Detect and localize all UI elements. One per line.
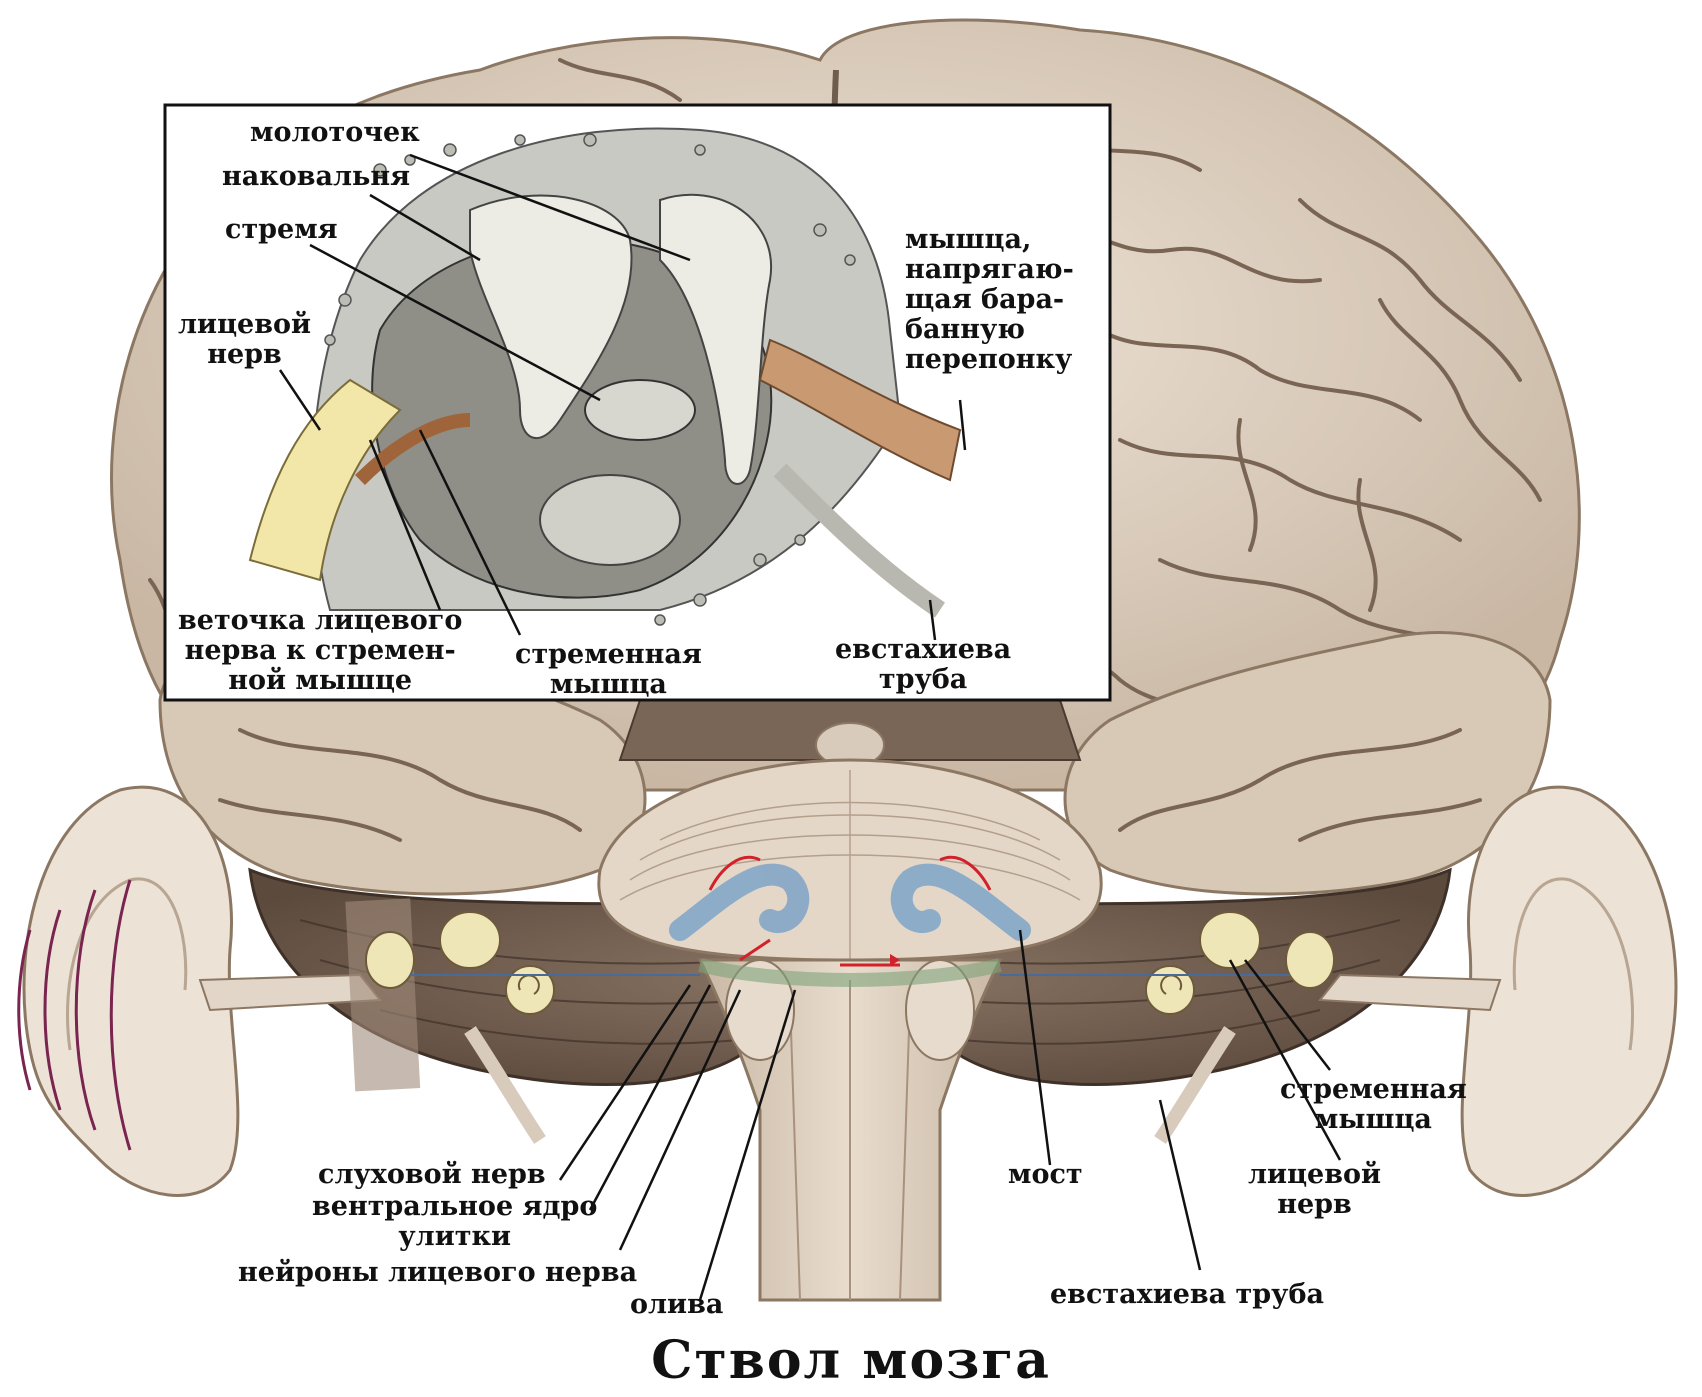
label-incus: наковальня [222, 162, 410, 192]
label-malleus: молоточек [250, 118, 420, 148]
label-olive: олива [630, 1290, 723, 1320]
label-ventral-nucleus: вентральное ядро улитки [312, 1192, 597, 1252]
label-stapedius-main: стременная мышца [1280, 1075, 1467, 1135]
label-stapes: стремя [225, 215, 338, 245]
label-stapedius-inset: стременная мышца [515, 640, 702, 700]
label-pons: мост [1008, 1160, 1083, 1190]
label-facial-nerve-inset: лицевой нерв [178, 310, 311, 370]
label-eustachian-inset: евстахиева труба [835, 635, 1011, 695]
label-facial-nerve-main: лицевой нерв [1248, 1160, 1381, 1220]
diagram-title: Ствол мозга [0, 1330, 1702, 1391]
label-facial-neurons: нейроны лицевого нерва [238, 1258, 637, 1288]
label-tensor-tympani: мышца, напрягаю- щая бара- банную перепо… [905, 225, 1074, 375]
label-branch-facial-nerve: веточка лицевого нерва к стремен- ной мы… [178, 606, 462, 696]
label-eustachian-main: евстахиева труба [1050, 1280, 1324, 1310]
label-auditory-nerve: слуховой нерв [318, 1160, 546, 1190]
